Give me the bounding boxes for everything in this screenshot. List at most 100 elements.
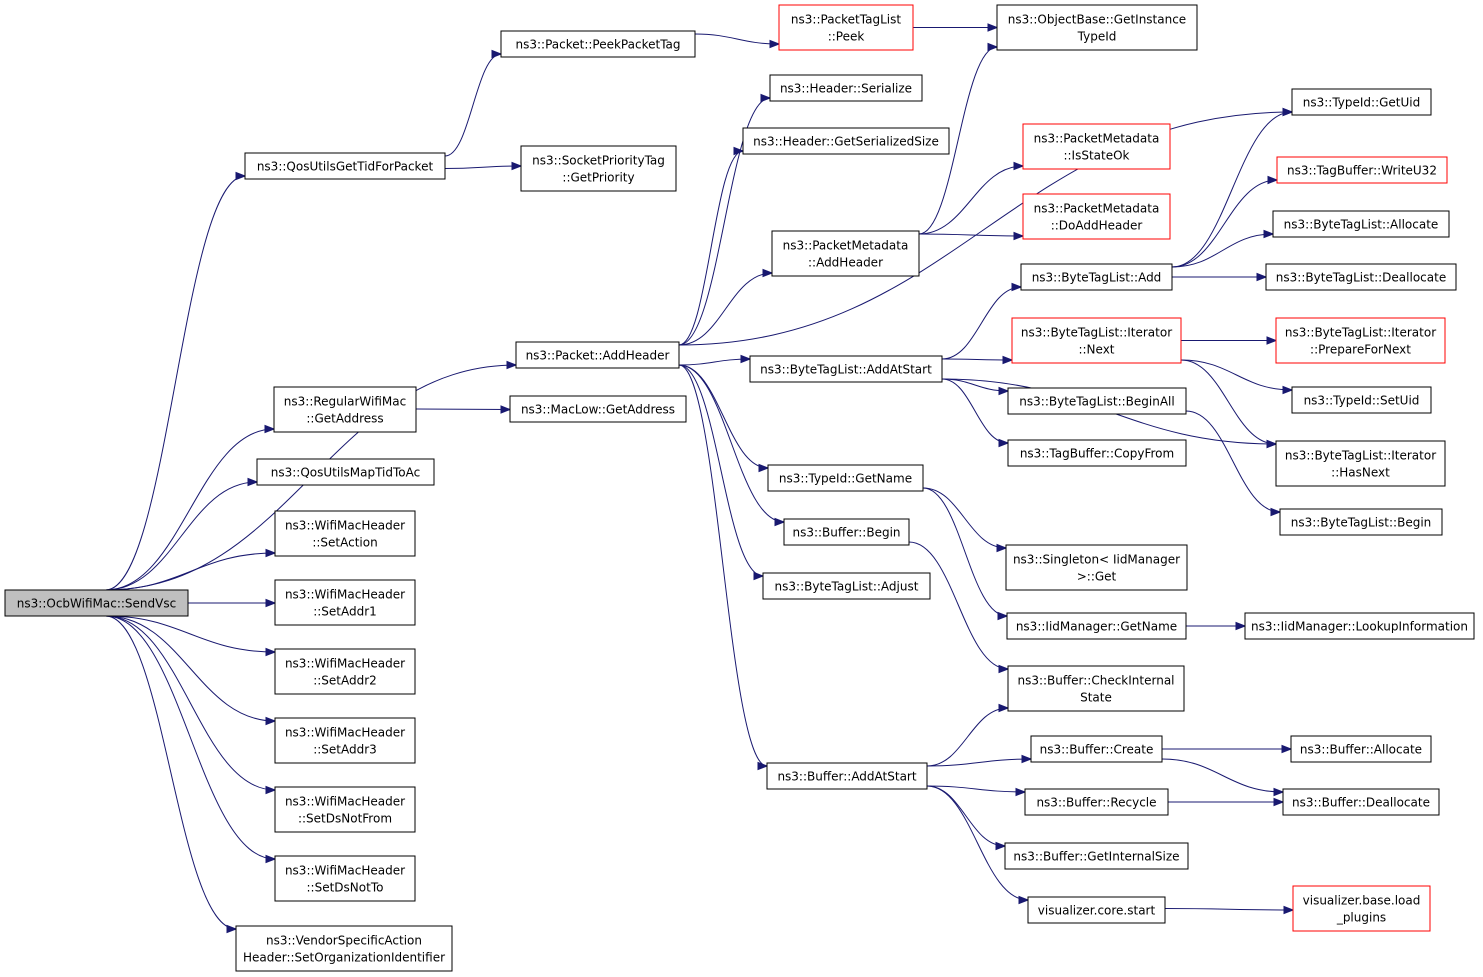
node-bufferdeallocate[interactable]: ns3::Buffer::Deallocate: [1282, 788, 1440, 816]
node-sendvsc[interactable]: ns3::OcbWifiMac::SendVsc: [4, 589, 189, 617]
node-btlallocate[interactable]: ns3::ByteTagList::Allocate: [1272, 210, 1450, 238]
node-setdsnotto[interactable]: ns3::WifiMacHeader::SetDsNotTo: [274, 855, 416, 902]
arrowhead-iidlookup: [1235, 621, 1247, 631]
node-btlprepare[interactable]: ns3::ByteTagList::Iterator::PrepareForNe…: [1275, 317, 1446, 364]
arrowhead-bufferdeallocate: [1273, 787, 1285, 797]
edge-btladdatstart-to-btlbeginall: [941, 378, 1009, 392]
node-btlbeginall[interactable]: ns3::ByteTagList::BeginAll: [1007, 387, 1187, 415]
node-bufferaddatstart[interactable]: ns3::Buffer::AddAtStart: [766, 762, 928, 790]
node-label: ns3::Packet::AddHeader: [526, 349, 670, 363]
arrowhead-checkinternal: [998, 664, 1010, 674]
node-setdsnotfrom[interactable]: ns3::WifiMacHeader::SetDsNotFrom: [274, 786, 416, 833]
node-btlhasnext[interactable]: ns3::ByteTagList::Iterator::HasNext: [1275, 440, 1446, 487]
node-typeidgetuid[interactable]: ns3::TypeId::GetUid: [1291, 88, 1432, 116]
node-buffercreate[interactable]: ns3::Buffer::Create: [1030, 735, 1163, 763]
arrowhead-btlhasnext: [1266, 439, 1278, 449]
edge-peekpackettag-to-packettaglistpeek: [694, 33, 780, 45]
node-tagbufferwriteu32[interactable]: ns3::TagBuffer::WriteU32: [1276, 156, 1448, 184]
node-pmaddheader[interactable]: ns3::PacketMetadata::AddHeader: [771, 230, 920, 277]
arrowhead-btlbegin: [1270, 507, 1282, 517]
arrowhead-peekpackettag: [491, 49, 503, 59]
edge-packetaddheader-to-pmaddheader: [678, 272, 773, 346]
node-setaddr2[interactable]: ns3::WifiMacHeader::SetAddr2: [274, 648, 416, 695]
node-headerserialize[interactable]: ns3::Header::Serialize: [769, 74, 923, 102]
node-buffergetinternalsize[interactable]: ns3::Buffer::GetInternalSize: [1004, 842, 1189, 870]
node-setaction[interactable]: ns3::WifiMacHeader::SetAction: [274, 510, 416, 557]
node-box: [1279, 508, 1443, 536]
edge-packetaddheader-to-headerserialize: [678, 97, 771, 346]
node-btladdatstart[interactable]: ns3::ByteTagList::AddAtStart: [749, 355, 943, 383]
node-setaddr3[interactable]: ns3::WifiMacHeader::SetAddr3: [274, 717, 416, 764]
node-box: [274, 786, 416, 833]
node-typeidsetuid[interactable]: ns3::TypeId::SetUid: [1291, 386, 1432, 414]
node-typeidgetname[interactable]: ns3::TypeId::GetName: [767, 464, 924, 492]
node-btlbegin[interactable]: ns3::ByteTagList::Begin: [1279, 508, 1443, 536]
node-vizcorestart[interactable]: visualizer.core.start: [1027, 896, 1166, 924]
node-tagbuffercopyfrom[interactable]: ns3::TagBuffer::CopyFrom: [1007, 439, 1187, 467]
node-label: ::Peek: [828, 30, 865, 44]
node-socketprioritytag[interactable]: ns3::SocketPriorityTag::GetPriority: [520, 145, 677, 192]
node-regularwifimacgetaddress[interactable]: ns3::RegularWifiMac::GetAddress: [273, 386, 417, 433]
node-box: [1292, 885, 1431, 932]
node-label: ns3::RegularWifiMac: [284, 395, 406, 409]
node-label: ns3::ByteTagList::Add: [1032, 271, 1162, 285]
arrowhead-setdsnotto: [265, 854, 277, 864]
node-label: ns3::PacketMetadata: [1034, 132, 1160, 146]
node-bufferrecycle[interactable]: ns3::Buffer::Recycle: [1024, 788, 1169, 816]
node-label: ns3::Buffer::Allocate: [1300, 743, 1422, 757]
arrowhead-bufferaddatstart: [757, 761, 769, 771]
node-iidgetname[interactable]: ns3::IidManager::GetName: [1006, 612, 1187, 640]
node-btladd[interactable]: ns3::ByteTagList::Add: [1020, 263, 1173, 291]
node-iidlookup[interactable]: ns3::IidManager::LookupInformation: [1244, 612, 1475, 640]
node-label: ::AddHeader: [808, 256, 883, 270]
node-label: ns3::VendorSpecificAction: [266, 934, 422, 948]
node-singletonget[interactable]: ns3::Singleton< IidManager>::Get: [1005, 544, 1188, 591]
node-label: ns3::ByteTagList::BeginAll: [1019, 395, 1174, 409]
node-label: ns3::TypeId::GetName: [779, 472, 912, 486]
node-box: [274, 579, 416, 626]
node-maclowgetaddress[interactable]: ns3::MacLow::GetAddress: [509, 395, 687, 423]
node-isstateok[interactable]: ns3::PacketMetadata::IsStateOk: [1022, 123, 1171, 170]
edge-btladd-to-btlallocate: [1171, 233, 1274, 268]
arrowhead-setaddr1: [265, 598, 277, 608]
node-qosgettid[interactable]: ns3::QosUtilsGetTidForPacket: [244, 152, 446, 180]
node-box: [1282, 788, 1440, 816]
node-label: ns3::PacketTagList: [791, 13, 901, 27]
node-box: [1020, 263, 1173, 291]
node-label: ns3::ObjectBase::GetInstance: [1008, 13, 1186, 27]
node-label: ns3::ByteTagList::Iterator: [1021, 326, 1172, 340]
edge-qosgettid-to-socketprioritytag: [444, 165, 522, 169]
node-doaddheader[interactable]: ns3::PacketMetadata::DoAddHeader: [1022, 193, 1171, 240]
node-label: ns3::ByteTagList::AddAtStart: [760, 363, 932, 377]
node-bufferbegin[interactable]: ns3::Buffer::Begin: [783, 518, 910, 546]
node-box: [1290, 735, 1432, 763]
node-label: ns3::Buffer::Begin: [792, 526, 900, 540]
node-label: ::DoAddHeader: [1051, 219, 1143, 233]
node-setaddr1[interactable]: ns3::WifiMacHeader::SetAddr1: [274, 579, 416, 626]
node-box: [1030, 735, 1163, 763]
edge-btlbeginall-to-btlbegin: [1185, 410, 1281, 513]
node-packettaglistpeek[interactable]: ns3::PacketTagList::Peek: [778, 4, 914, 51]
arrowhead-vizloadplugins: [1283, 905, 1295, 915]
node-vizloadplugins[interactable]: visualizer.base.load_plugins: [1292, 885, 1431, 932]
node-btliternext[interactable]: ns3::ByteTagList::Iterator::Next: [1011, 317, 1182, 364]
arrowhead-bufferrecycle: [1015, 787, 1027, 797]
node-bufferallocate[interactable]: ns3::Buffer::Allocate: [1290, 735, 1432, 763]
edge-sendvsc-to-vendorsetorgid: [105, 615, 237, 930]
node-qosmaptidtoac[interactable]: ns3::QosUtilsMapTidToAc: [256, 458, 435, 486]
node-btldeallocate[interactable]: ns3::ByteTagList::Deallocate: [1265, 263, 1457, 291]
edge-typeidgetname-to-iidgetname: [922, 487, 1008, 617]
node-box: [1007, 665, 1185, 712]
node-btladjust[interactable]: ns3::ByteTagList::Adjust: [762, 572, 931, 600]
node-label: ns3::WifiMacHeader: [285, 864, 405, 878]
node-peekpackettag[interactable]: ns3::Packet::PeekPacketTag: [500, 30, 696, 58]
node-box: [1006, 612, 1187, 640]
edge-vizcorestart-to-vizloadplugins: [1164, 908, 1294, 911]
edge-sendvsc-to-qosmaptidtoac: [105, 481, 258, 591]
node-vendorsetorgid[interactable]: ns3::VendorSpecificActionHeader::SetOrga…: [235, 925, 453, 972]
node-packetaddheader[interactable]: ns3::Packet::AddHeader: [515, 341, 680, 369]
node-box: [742, 127, 950, 155]
node-headergetserializedsize[interactable]: ns3::Header::GetSerializedSize: [742, 127, 950, 155]
